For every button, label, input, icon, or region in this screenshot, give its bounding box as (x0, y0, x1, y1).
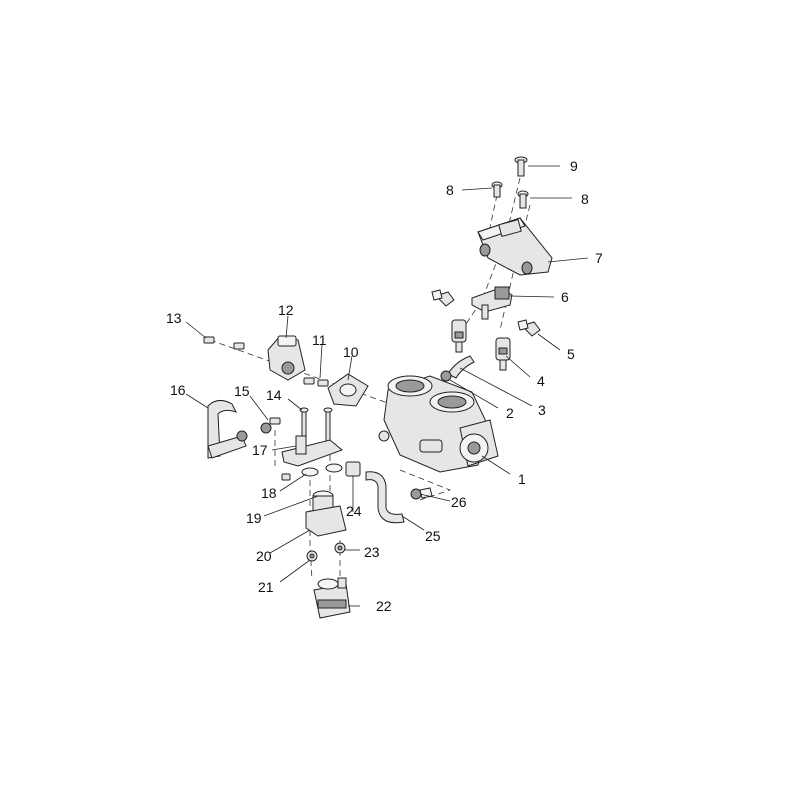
callout-14: 14 (266, 387, 282, 403)
callout-25: 25 (425, 528, 441, 544)
callout-7: 7 (595, 250, 603, 266)
callout-labels: 9 8 8 7 6 5 4 3 2 1 10 11 12 13 14 15 16… (166, 158, 603, 614)
callout-4: 4 (537, 373, 545, 389)
part-23-nut (334, 542, 346, 554)
callout-1: 1 (518, 471, 526, 487)
part-7-fuel-rail (477, 217, 553, 276)
callout-16: 16 (170, 382, 186, 398)
part-26-clamp (410, 487, 433, 500)
callout-23: 23 (364, 544, 380, 560)
callout-5: 5 (567, 346, 575, 362)
callout-15: 15 (234, 383, 250, 399)
part-9-bolt (514, 156, 528, 177)
part-25-hose (365, 471, 405, 524)
part-4-injector (495, 337, 511, 371)
part-11-screws (303, 377, 329, 387)
part-8a-bolt (491, 181, 503, 198)
part-20-base (305, 505, 347, 537)
part-22-actuator (313, 577, 351, 619)
leader-lines (185, 165, 589, 607)
part-2-clamp (440, 370, 452, 382)
part-16-hose (207, 400, 247, 459)
callout-18: 18 (261, 485, 277, 501)
part-clip-left (431, 289, 455, 307)
callout-6: 6 (561, 289, 569, 305)
callout-19: 19 (246, 510, 262, 526)
callout-3: 3 (538, 402, 546, 418)
callout-11: 11 (312, 332, 327, 348)
part-8b-bolt (517, 190, 529, 209)
callout-17: 17 (252, 442, 268, 458)
part-1-throttle-body (378, 375, 499, 473)
part-3-hose (447, 355, 475, 379)
part-17-bracket (281, 435, 343, 467)
callout-8b: 8 (581, 191, 589, 207)
callout-10: 10 (343, 344, 359, 360)
callout-9: 9 (570, 158, 578, 174)
part-24-connector (345, 461, 361, 477)
part-6-sensor-bracket (471, 286, 513, 320)
part-18-washers (281, 463, 343, 481)
part-10-gasket (327, 373, 369, 407)
callout-22: 22 (376, 598, 392, 614)
callout-24: 24 (346, 503, 362, 519)
callout-21: 21 (258, 579, 274, 595)
part-5-clip (517, 319, 541, 337)
callout-20: 20 (256, 548, 272, 564)
part-13-screws (203, 336, 245, 350)
part-12-sensor (267, 335, 306, 381)
callout-8a: 8 (446, 182, 454, 198)
part-15-clamps (236, 417, 281, 442)
callout-12: 12 (278, 302, 294, 318)
callout-13: 13 (166, 310, 182, 326)
callout-26: 26 (451, 494, 467, 510)
part-21-nut (306, 550, 318, 562)
part-injector-left (451, 319, 467, 353)
callout-2: 2 (506, 405, 514, 421)
